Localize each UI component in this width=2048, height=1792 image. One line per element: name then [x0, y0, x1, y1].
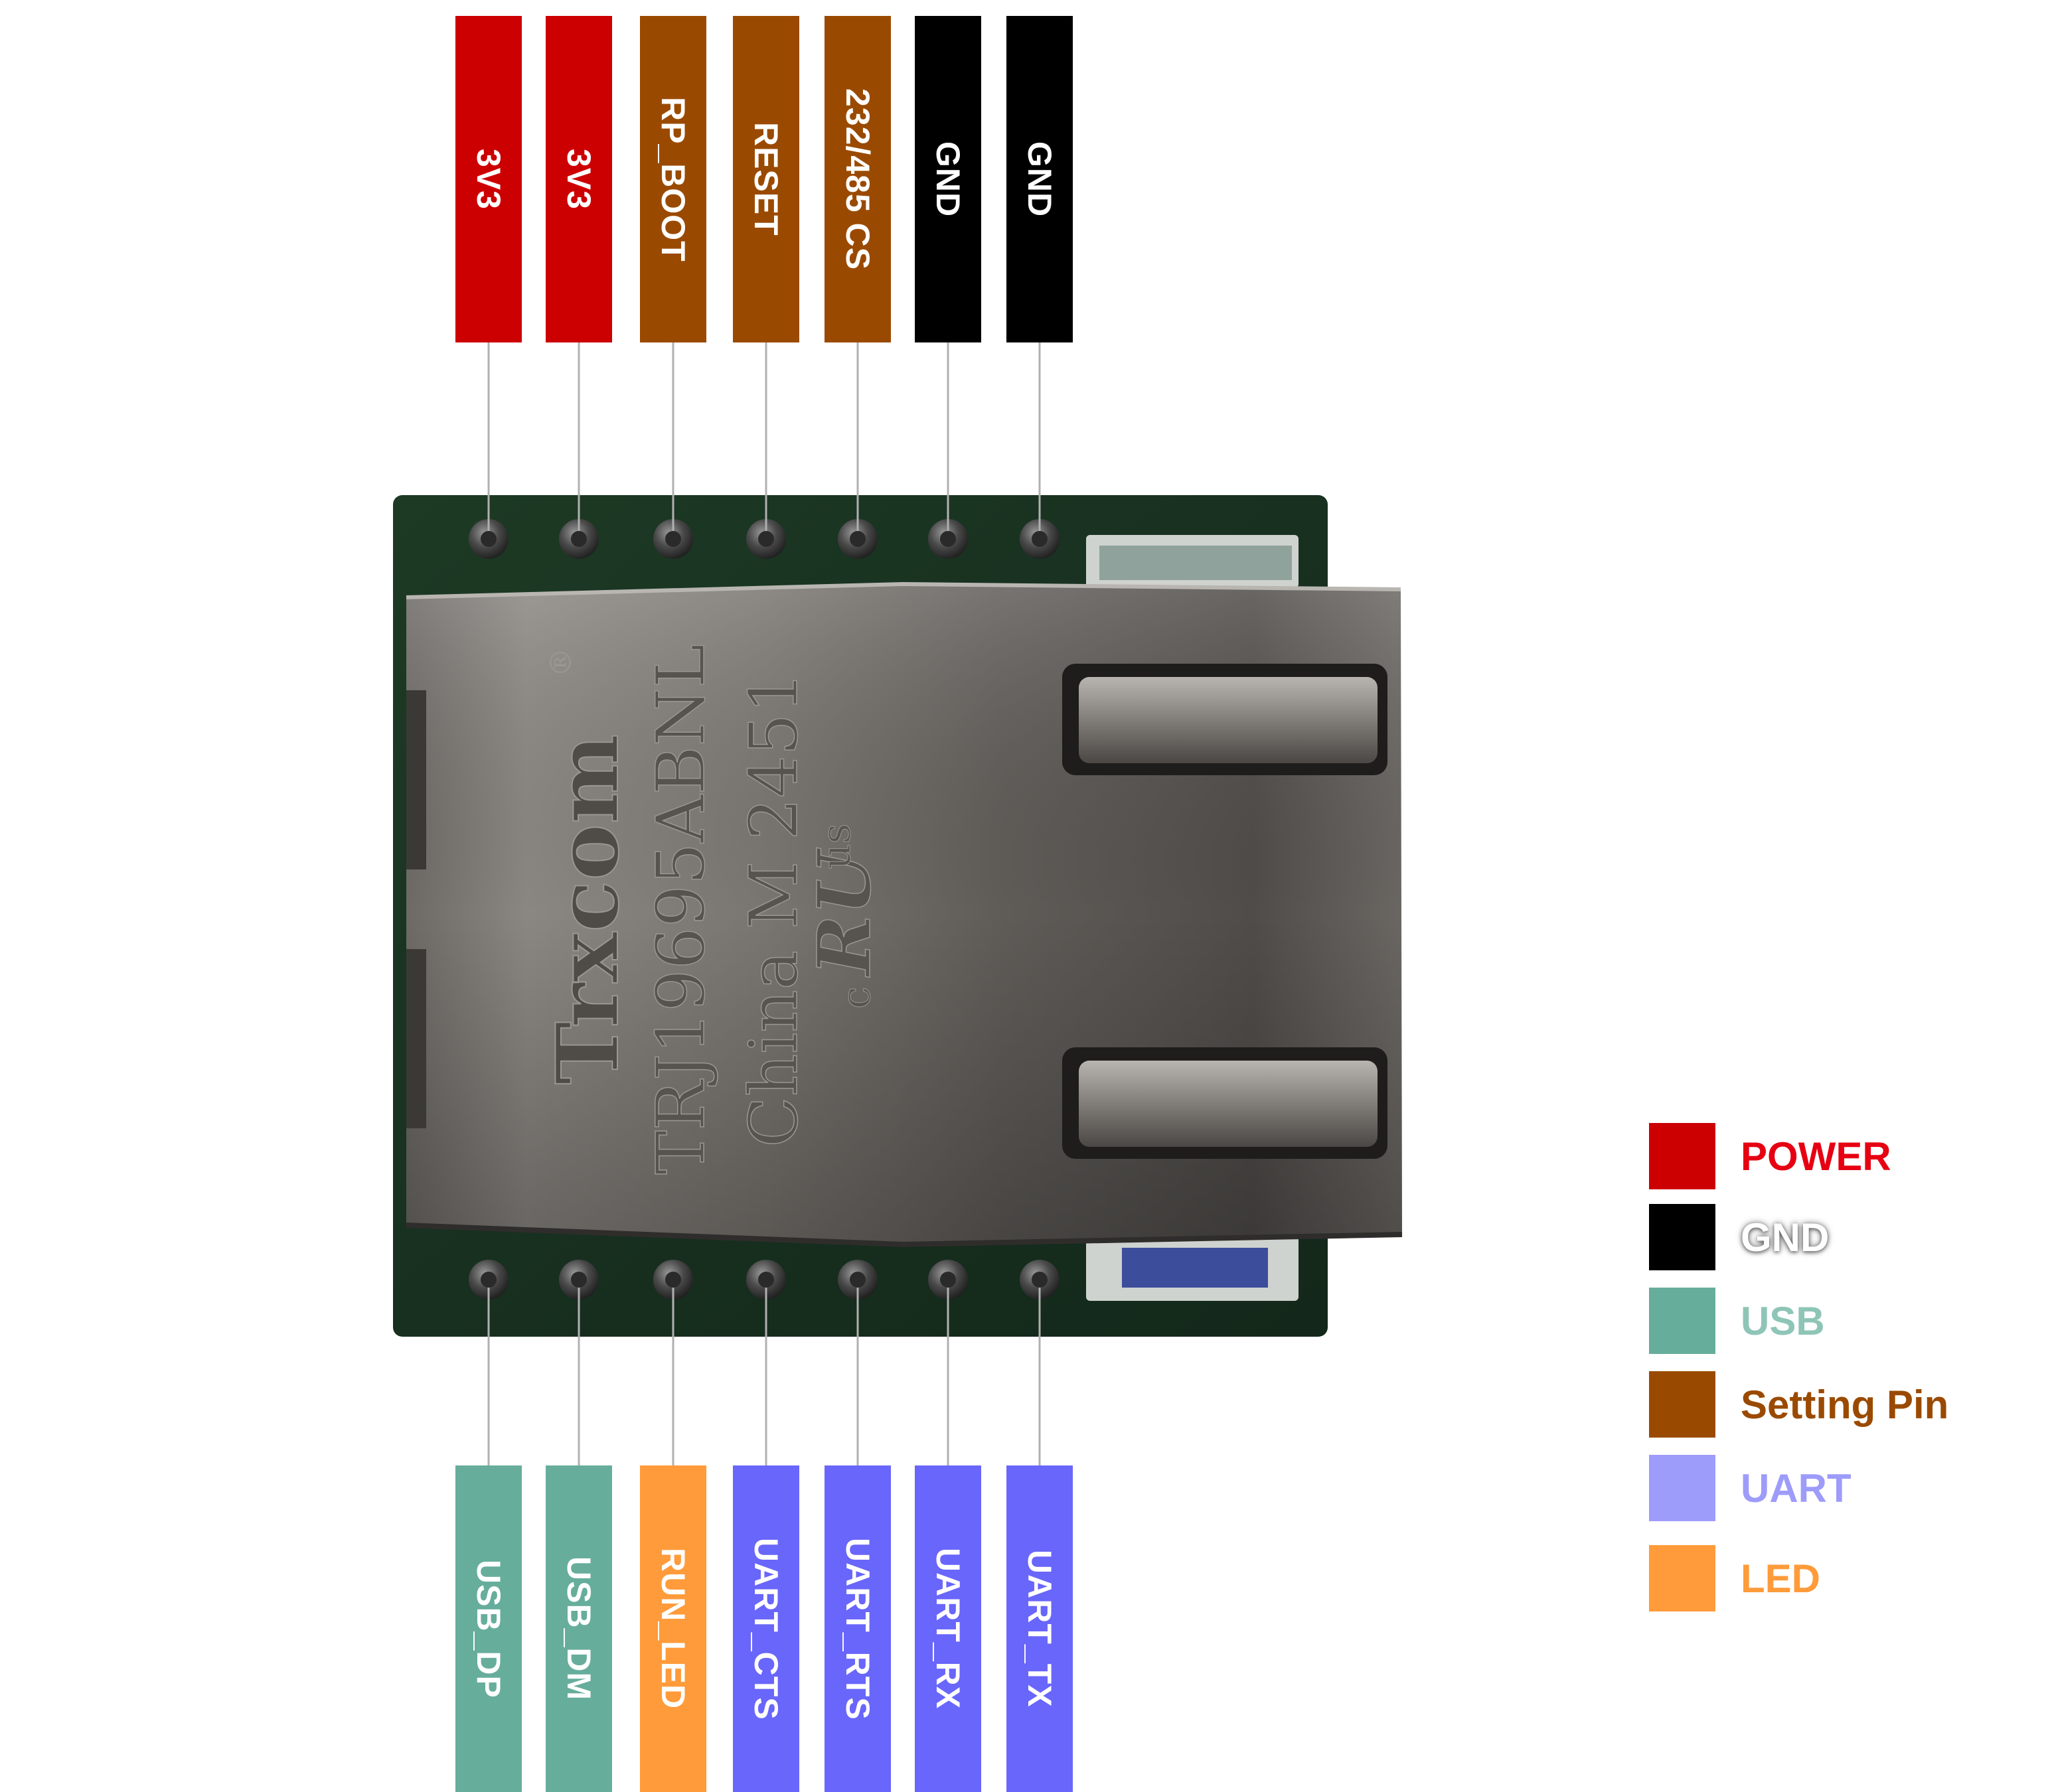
top-pin-label-3: RP_BOOT [640, 16, 706, 342]
legend-swatch [1649, 1455, 1715, 1521]
rj45-latch-top [1062, 664, 1387, 775]
pin-label-text: 232/485 CS [839, 88, 876, 271]
top-pin-label-6: GND [915, 16, 981, 342]
brand-text: Trxcom [538, 734, 638, 1084]
legend-swatch [1649, 1545, 1715, 1611]
bottom-pin-label-4: UART_CTS [733, 1465, 799, 1792]
legend-label: USB [1741, 1298, 1825, 1343]
pin-label-text: 3V3 [470, 149, 507, 210]
pin-label-text: UART_RX [929, 1548, 967, 1710]
bottom-pin-label-5: UART_RTS [825, 1465, 891, 1792]
pin-label-text: UART_CTS [748, 1537, 785, 1720]
legend-item-setting-pin: Setting Pin [1649, 1371, 1948, 1438]
top-pin-label-5: 232/485 CS [825, 16, 891, 342]
top-pin-label-1: 3V3 [455, 16, 522, 342]
top-pin-label-7: GND [1006, 16, 1073, 342]
legend-item-usb: USB [1649, 1288, 1825, 1354]
top-pin-label-4: RESET [733, 16, 799, 342]
bottom-pin-label-1: USB_DP [455, 1465, 522, 1792]
model-text: TRJ19695ABNL [642, 644, 720, 1175]
top-pin-label-2: 3V3 [546, 16, 612, 342]
origin-text: China M 2451 [735, 671, 813, 1147]
pin-label-text: 3V3 [560, 149, 597, 210]
legend-item-led: LED [1649, 1545, 1820, 1611]
legend-swatch [1649, 1204, 1715, 1270]
legend-item-uart: UART [1649, 1455, 1851, 1521]
pin-label-text: UART_RTS [839, 1537, 876, 1720]
svg-text:c: c [833, 986, 880, 1009]
top-pin-pads [469, 519, 1060, 559]
bottom-pin-label-3: RUN_LED [640, 1465, 706, 1792]
pin-label-text: UART_TX [1021, 1550, 1058, 1708]
bottom-pin-label-7: UART_TX [1006, 1465, 1073, 1792]
legend-label: UART [1741, 1465, 1851, 1511]
cert-mark: c RU us [801, 823, 888, 1009]
legend-label: Setting Pin [1741, 1382, 1949, 1427]
pin-label-text: USB_DM [560, 1556, 597, 1701]
pin-label-text: RP_BOOT [655, 96, 692, 262]
registered-mark: ® [544, 648, 578, 677]
legend-swatch [1649, 1371, 1715, 1438]
legend-item-power: POWER [1649, 1123, 1891, 1189]
legend-label: POWER [1741, 1134, 1891, 1179]
connector-markings: Trxcom ® TRJ19695ABNL China M 2451 c RU … [538, 643, 888, 1175]
legend-swatch [1649, 1123, 1715, 1189]
bottom-pin-label-6: UART_RX [915, 1465, 981, 1792]
pin-label-text: USB_DP [470, 1559, 507, 1698]
legend-label: GND [1741, 1215, 1830, 1260]
legend-item-gnd: GND [1649, 1204, 1829, 1270]
bottom-pin-label-2: USB_DM [546, 1465, 612, 1792]
legend-label: LED [1741, 1556, 1820, 1601]
pin-label-text: GND [1021, 141, 1058, 218]
svg-text:RU: RU [801, 848, 887, 978]
rj45-latch-bottom [1062, 1047, 1387, 1159]
pin-label-text: RUN_LED [655, 1548, 692, 1710]
pin-label-text: RESET [748, 122, 785, 236]
bottom-pin-pads [469, 1260, 1060, 1300]
legend-swatch [1649, 1288, 1715, 1354]
svg-text:us: us [813, 824, 860, 869]
leader-lines [487, 342, 1041, 1465]
pin-label-text: GND [929, 141, 967, 218]
